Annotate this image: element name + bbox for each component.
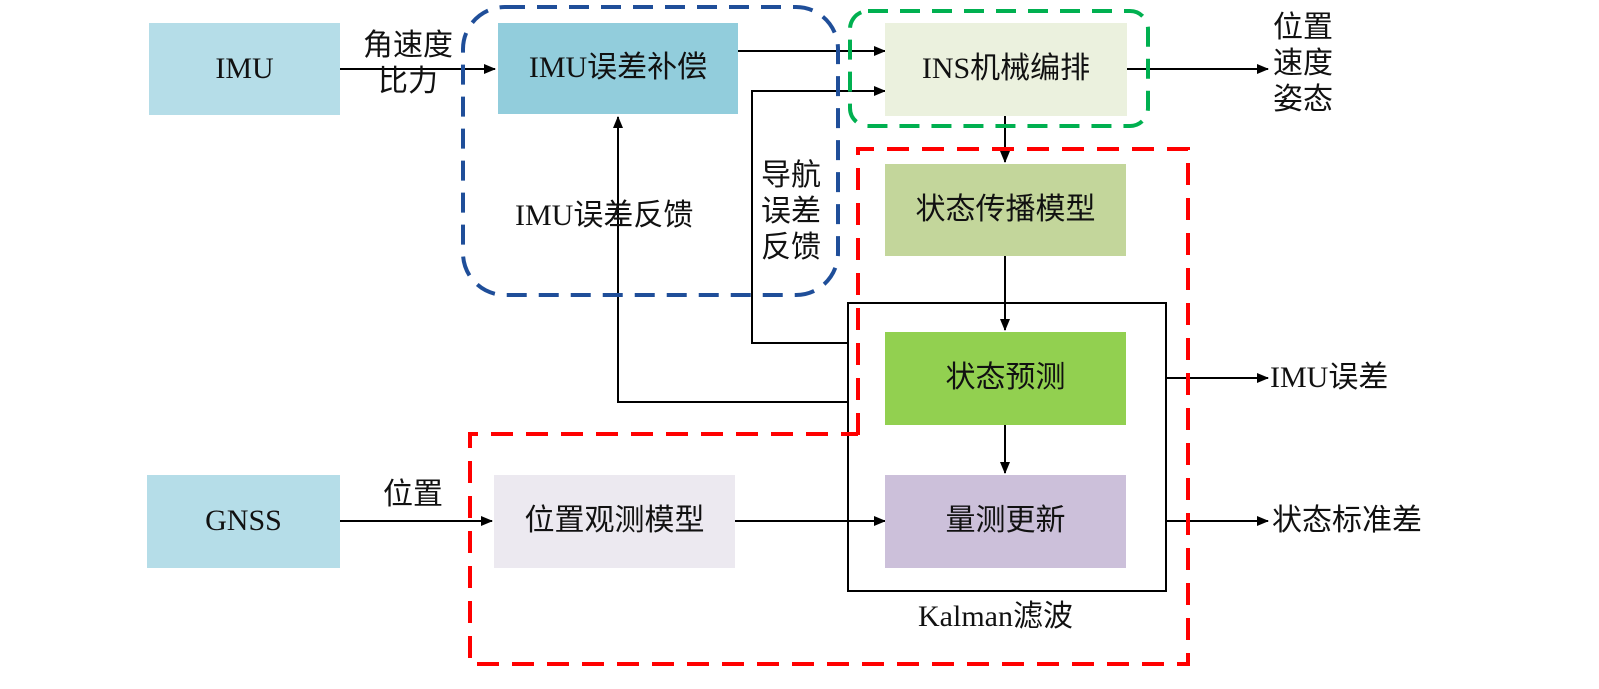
specific-force-text: 比力 [378,65,438,98]
ins-mechanization-box: INS机械编排 [885,23,1127,116]
position-observation-label: 位置观测模型 [524,504,705,538]
gnss-position-label: 位置 [383,478,443,511]
state-propagation-box: 状态传播模型 [885,164,1126,256]
ins-outputs-label: 位置 速度 姿态 [1273,10,1333,118]
imu-error-compensation-box: IMU误差补偿 [498,23,738,114]
nav-error-feedback-path [751,86,886,344]
nav-error-feedback-label: 导航 误差 反馈 [756,158,826,266]
imu-output-label: 角速度 比力 [358,28,458,100]
error-text: 误差 [761,195,821,228]
nav-text: 导航 [761,159,821,192]
ins-mechanization-label: INS机械编排 [921,52,1091,86]
attitude-output-text: 姿态 [1273,83,1333,116]
measurement-update-label: 量测更新 [945,504,1066,538]
imu-error-feedback-path [613,116,848,403]
position-observation-box: 位置观测模型 [494,475,735,568]
imu-error-output-label: IMU误差 [1270,361,1389,394]
state-propagation-label: 状态传播模型 [915,192,1096,226]
imu-box: IMU [149,23,340,115]
measurement-update-box: 量测更新 [885,475,1126,568]
ins-group-outline [848,9,1150,128]
state-std-output-label: 状态标准差 [1272,504,1422,537]
feedback-text: 反馈 [761,231,821,264]
kalman-group-outline [468,147,1190,666]
angular-rate-text: 角速度 [363,29,453,62]
imu-feedback-group-outline [461,5,840,297]
gnss-label: GNSS [205,504,282,538]
gnss-box: GNSS [147,475,340,568]
state-prediction-label: 状态预测 [945,361,1066,395]
velocity-output-text: 速度 [1273,47,1333,80]
position-output-text: 位置 [1273,11,1333,44]
kalman-filter-label: Kalman滤波 [918,600,1073,633]
imu-error-compensation-label: IMU误差补偿 [528,51,708,85]
kalman-filter-frame [847,302,1167,592]
imu-error-feedback-label: IMU误差反馈 [515,199,694,232]
state-prediction-box: 状态预测 [885,332,1126,425]
imu-label: IMU [215,51,274,85]
